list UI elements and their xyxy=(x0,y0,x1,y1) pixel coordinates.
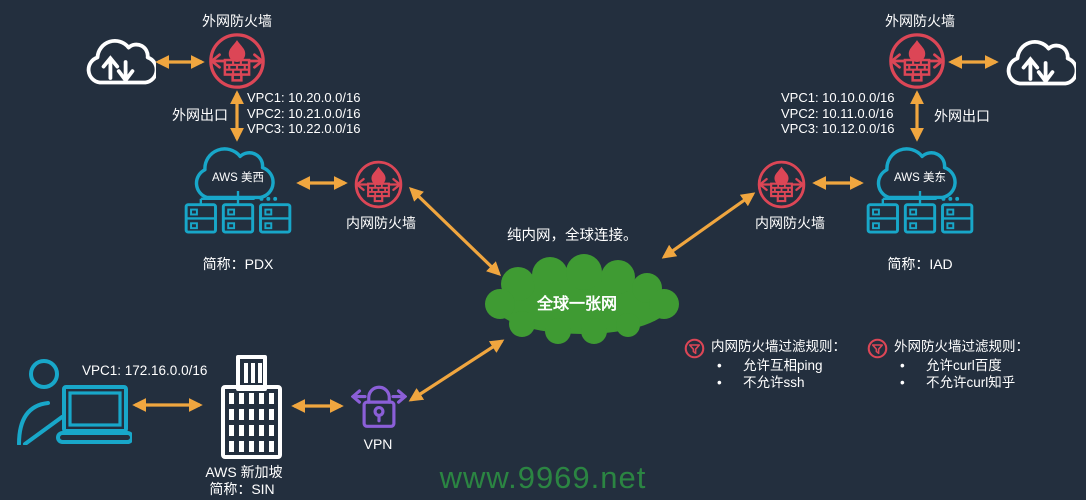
global-network-caption: 纯内网，全球连接。 xyxy=(507,228,638,244)
aws-region-west-label: AWS 美西 xyxy=(212,172,264,184)
rule-title: 外网防火墙过滤规则： xyxy=(894,339,1029,354)
flame-icon xyxy=(228,40,246,62)
user-laptop-icon xyxy=(17,359,132,445)
rule-item: 不允许curl知乎 xyxy=(894,374,1029,391)
aws-region-cloud-east-icon xyxy=(876,147,957,200)
flame-icon xyxy=(908,40,926,62)
internal-firewall-west-icon xyxy=(354,160,403,209)
vpc-entry: VPC2: 10.11.0.0/16 xyxy=(781,105,894,121)
global-network-cloud-icon xyxy=(485,254,679,344)
vpc-list-west: VPC1: 10.20.0.0/16 VPC2: 10.21.0.0/16 VP… xyxy=(247,90,360,137)
external-firewall-east-icon xyxy=(889,33,945,89)
vpc-entry: VPC3: 10.22.0.0/16 xyxy=(247,121,361,136)
vpc-entry: VPC1: 10.20.0.0/16 xyxy=(247,90,361,105)
internet-cloud-west-icon xyxy=(86,39,156,85)
region-short-name-west: 简称：PDX xyxy=(202,256,274,272)
external-exit-west-label: 外网出口 xyxy=(172,107,228,123)
external-firewall-rules: 外网防火墙过滤规则： 允许curl百度 不允许curl知乎 xyxy=(867,337,1029,391)
external-firewall-east-label: 外网防火墙 xyxy=(885,13,955,29)
flame-icon xyxy=(774,166,789,186)
filter-icon xyxy=(684,338,705,359)
aws-region-east-label: AWS 美东 xyxy=(894,172,946,184)
vpn-label: VPN xyxy=(363,436,393,452)
flame-icon xyxy=(371,166,386,186)
global-network-label: 全球一张网 xyxy=(536,296,618,313)
internal-firewall-east-label: 内网防火墙 xyxy=(755,215,825,231)
upload-download-arrows-icon xyxy=(1021,56,1055,85)
external-exit-east-label: 外网出口 xyxy=(934,108,990,124)
rule-item: 允许互相ping xyxy=(711,357,846,374)
filter-icon xyxy=(867,338,888,359)
aws-region-cloud-west-icon xyxy=(194,147,275,200)
arrow-global-network-to-vpn xyxy=(408,339,505,402)
arrow-global-network-to-internal-firewall-east xyxy=(661,192,756,259)
internal-firewall-rules: 内网防火墙过滤规则： 允许互相ping 不允许ssh xyxy=(684,337,846,391)
region-short-name-singapore: 简称：SIN xyxy=(209,481,275,497)
rule-item-text: 允许互相ping xyxy=(743,358,823,373)
servers-east-icon xyxy=(866,191,974,234)
rule-item: 允许curl百度 xyxy=(894,357,1029,374)
internal-firewall-west-label: 内网防火墙 xyxy=(346,215,416,231)
brick-wall-icon xyxy=(770,182,793,203)
rule-item-text: 允许curl百度 xyxy=(926,358,1002,373)
vpc-list-east: VPC1: 10.10.0.0/16 VPC2: 10.11.0.0/16 VP… xyxy=(781,90,894,137)
brick-wall-icon xyxy=(367,182,390,203)
upload-download-arrows-icon xyxy=(101,55,135,84)
vpn-lock-icon xyxy=(351,385,407,428)
rule-title: 内网防火墙过滤规则： xyxy=(711,339,846,354)
vpc-entry: VPC1: 10.10.0.0/16 xyxy=(781,90,895,105)
watermark: www.9969.net xyxy=(439,460,647,495)
internet-cloud-east-icon xyxy=(1006,40,1076,86)
vpc-label-singapore: VPC1: 172.16.0.0/16 xyxy=(82,363,208,378)
external-firewall-west-label: 外网防火墙 xyxy=(202,13,272,29)
region-short-name-east: 简称：IAD xyxy=(887,256,953,272)
vpc-entry: VPC3: 10.12.0.0/16 xyxy=(781,121,895,136)
brick-wall-icon xyxy=(223,58,251,82)
rule-item-text: 不允许curl知乎 xyxy=(926,375,1016,390)
rule-item-text: 不允许ssh xyxy=(743,375,805,390)
internal-firewall-east-icon xyxy=(757,160,806,209)
site-name-singapore: AWS 新加坡 xyxy=(205,464,283,480)
servers-west-icon xyxy=(184,191,292,234)
external-firewall-west-icon xyxy=(209,33,265,89)
vpc-entry: VPC2: 10.21.0.0/16 xyxy=(247,105,361,121)
brick-wall-icon xyxy=(903,58,931,82)
rule-item: 不允许ssh xyxy=(711,374,846,391)
office-building-icon xyxy=(221,355,282,459)
